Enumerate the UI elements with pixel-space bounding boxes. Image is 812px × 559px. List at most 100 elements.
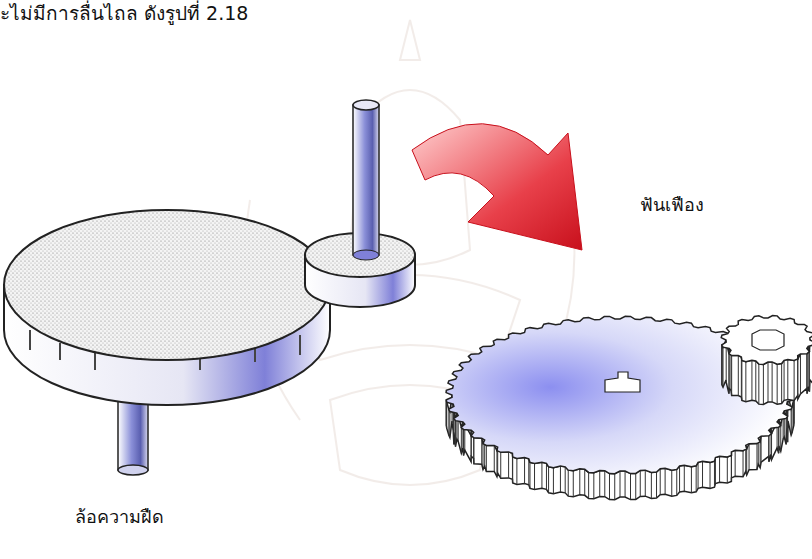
gear-tooth [645,470,646,496]
gear-tooth [568,470,569,496]
gear-tooth [772,362,773,402]
gear-tooth [671,470,672,496]
gear-tooth [784,360,785,400]
gear-tooth [584,469,585,495]
gear-tooth [494,445,495,471]
gear-tooth [599,470,600,496]
gear-tooth [455,421,456,447]
gear-tooth [792,407,793,433]
gear-tooth [780,425,781,451]
gear-tooth [461,427,462,453]
gear-tooth [446,400,447,426]
part-label: ล้อความฝืด [75,506,164,528]
gear-tooth [763,365,764,405]
gear-tooth [548,467,549,493]
gear-tooth [745,362,746,402]
friction-wheel-large [4,210,330,475]
gear-tooth [761,436,762,462]
gear-tooth [640,470,641,496]
gear-tooth [809,352,810,392]
gear-tooth [787,416,788,442]
gear-tooth [614,474,615,500]
gear-tooth [723,347,724,387]
gear-tooth [656,472,657,498]
gear-tooth [719,456,720,482]
gear-tooth [481,438,482,464]
gear-tooth [768,362,769,402]
part-label: ฟันเฟือง [640,194,704,216]
friction-wheel-small [305,100,415,307]
gear-tooth [738,356,739,396]
gear-tooth [630,474,631,500]
gear-tooth [710,462,711,488]
gear-tooth [546,463,547,489]
gear-tooth [807,354,808,394]
gear-tooth [797,359,798,399]
gear-bore [605,372,640,392]
gear-tooth [751,360,752,400]
gear-tooth [800,354,801,394]
gear-tooth [721,345,722,385]
gear-tooth [714,461,715,487]
gear-tooth [791,409,792,435]
gear-tooth [635,473,636,499]
transition-arrow [412,124,582,250]
gear-tooth [727,457,728,483]
gear-tooth [698,462,699,488]
gear-tooth [793,400,794,426]
gear-tooth [609,474,610,500]
gear-tooth [588,472,589,498]
spur-gears [446,315,812,499]
gear-tooth [778,427,779,453]
gear-tooth [755,361,756,401]
gear-tooth [691,467,692,493]
gear-tooth [579,469,580,495]
gear-tooth [731,455,732,481]
gear-bore [752,330,784,350]
body-text: ะไม่มีการลื่นไถล ดังรูปที่ 2.18 [0,2,248,25]
gear-tooth [528,459,529,485]
gear-tooth [573,471,574,497]
gear-tooth [500,452,501,478]
gear-tooth [524,458,525,484]
gear-tooth [676,469,677,495]
gear-tooth [758,364,759,404]
gear-tooth [508,452,509,478]
gear-tooth [529,462,530,488]
gear-tooth [448,409,449,435]
gear-tooth [743,451,744,477]
gear-tooth [679,466,680,492]
gear-tooth [660,469,661,495]
gear-tooth [625,471,626,497]
gear-tooth [794,360,795,400]
gear-face [721,315,812,364]
gear-tooth [553,468,554,494]
gear-tooth [604,471,605,497]
gear-tooth [702,461,703,487]
gear-tooth [777,364,778,404]
gear-tooth [483,444,484,470]
gear-tooth [560,466,561,492]
gear-tooth [741,357,742,397]
gear-tooth [771,434,772,460]
gear-tooth [768,436,769,462]
gear-tooth [541,462,542,488]
gear-tooth [684,465,685,491]
gear-tooth [665,468,666,494]
gear-tooth [787,359,788,399]
gear-tooth [730,350,731,390]
gear-tooth [786,418,787,444]
gear-tooth [781,364,782,404]
gear-tooth [756,444,757,470]
gear-tooth [749,444,750,470]
gear-tooth [620,471,621,497]
gear-tooth [486,445,487,471]
gear-tooth [534,464,535,490]
gear-tooth [516,458,517,484]
gear [721,315,812,404]
gear-tooth [565,467,566,493]
gear-tooth [746,449,747,475]
gear-tooth [651,472,652,498]
